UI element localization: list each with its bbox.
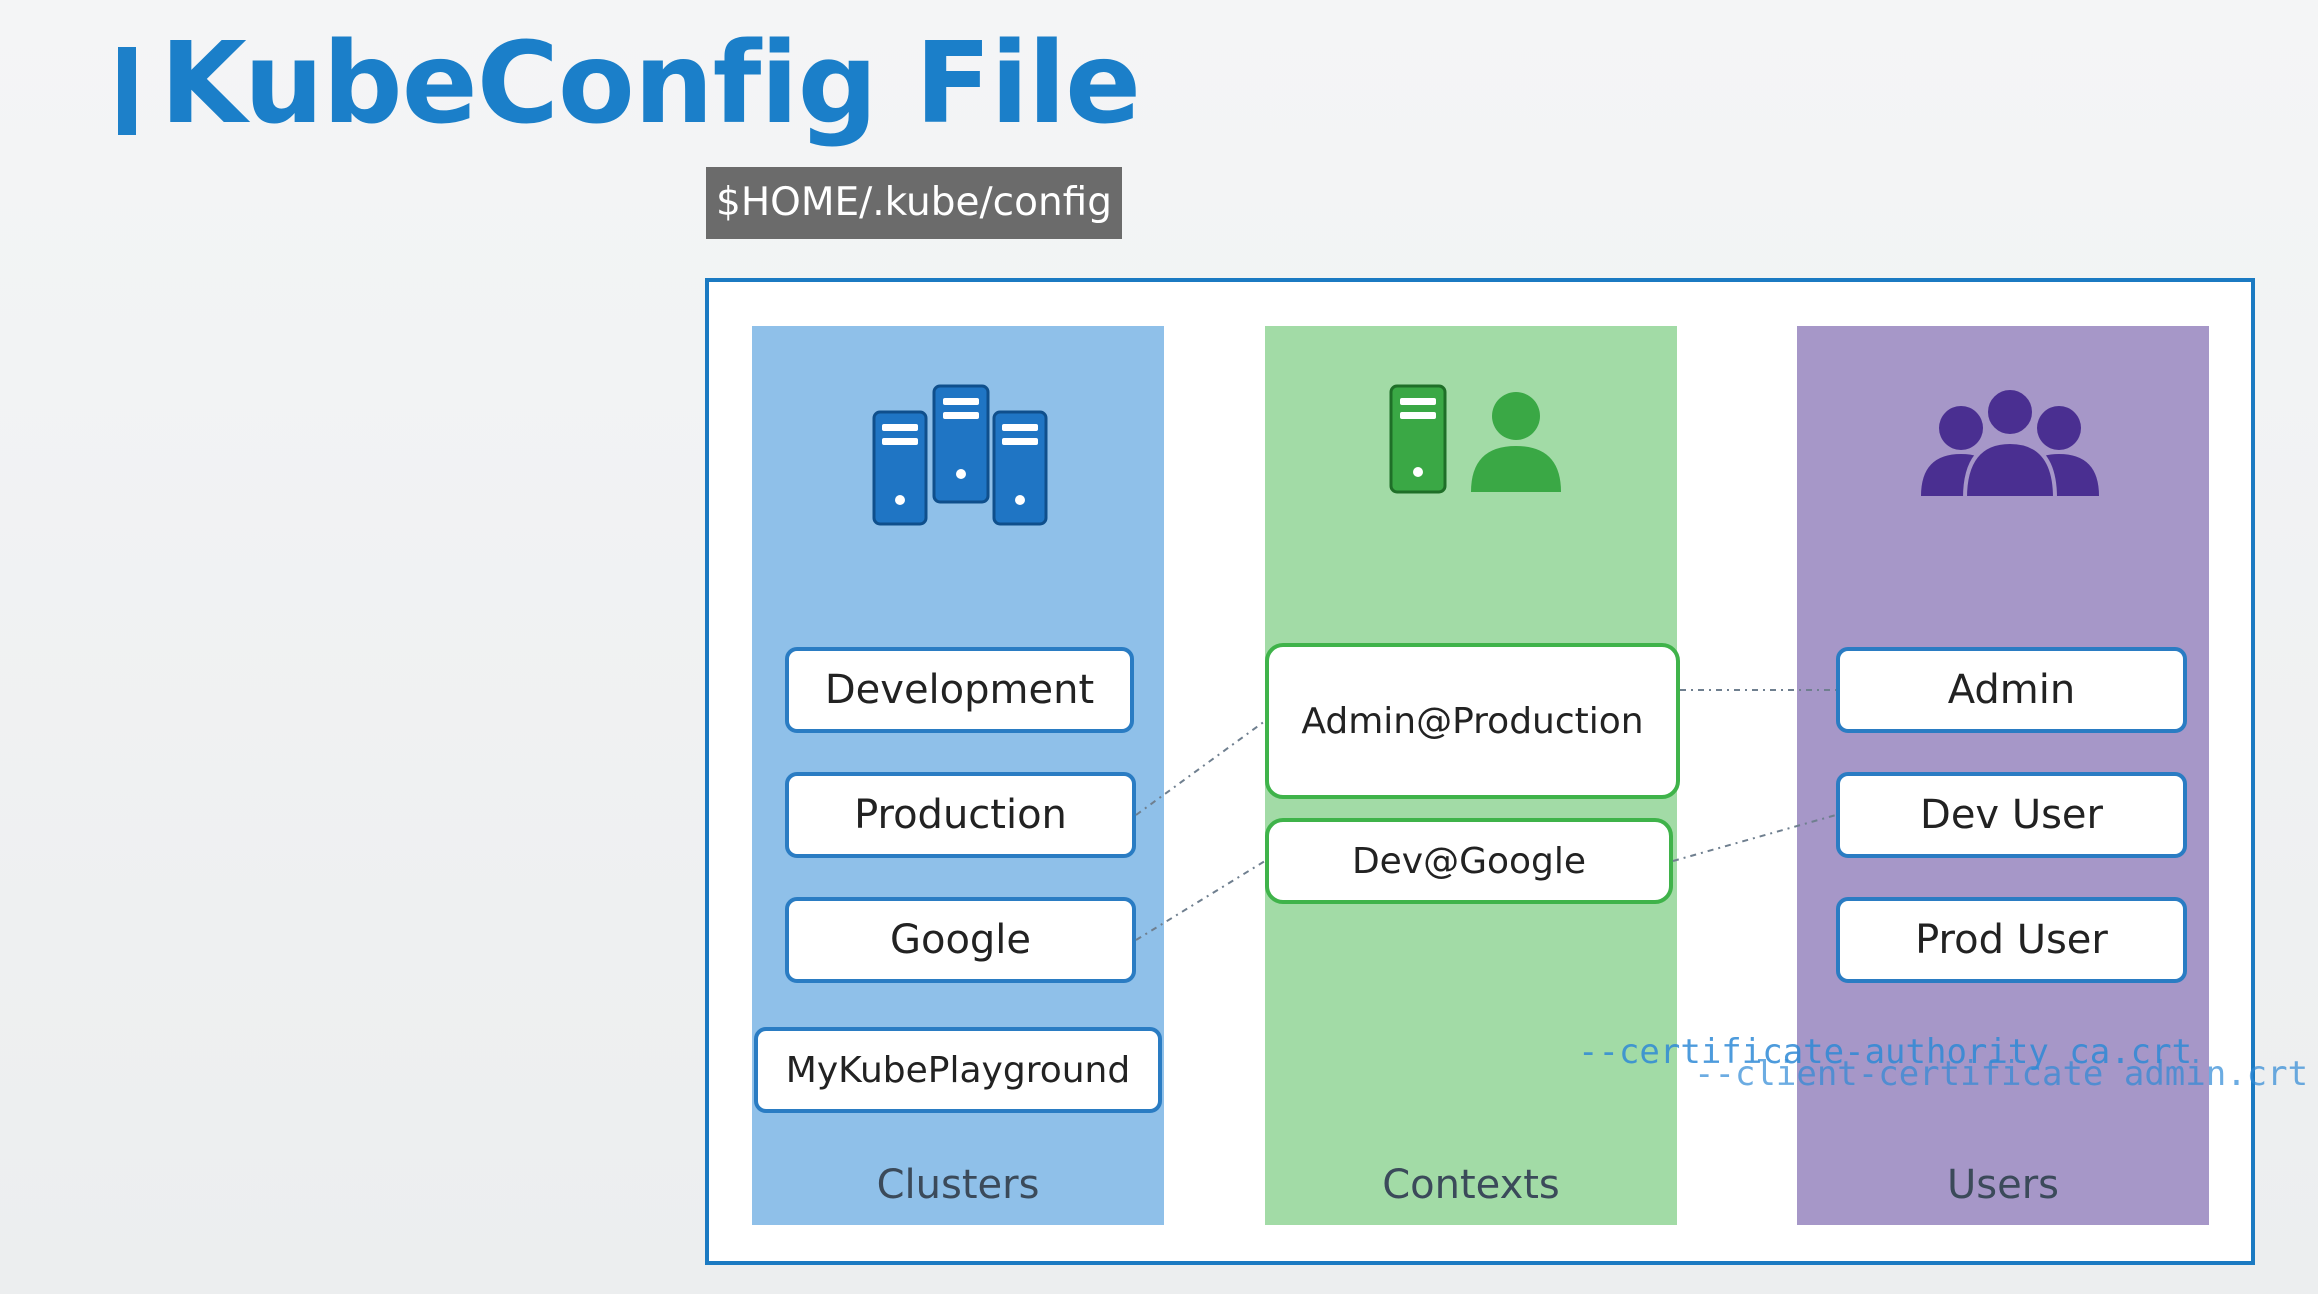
user-dev-user[interactable]: Dev User xyxy=(1836,772,2187,858)
server-user-icon xyxy=(1389,384,1561,494)
cluster-production[interactable]: Production xyxy=(785,772,1136,858)
context-dev-google[interactable]: Dev@Google xyxy=(1265,818,1673,904)
context-admin-production[interactable]: Admin@Production xyxy=(1265,643,1680,799)
contexts-label: Contexts xyxy=(1382,1162,1560,1208)
title-accent-bar xyxy=(118,47,136,135)
command-client-certificate: --client-certificate admin.crt xyxy=(1694,1054,2309,1094)
server-cluster-icon xyxy=(872,384,1048,526)
users-label: Users xyxy=(1946,1162,2059,1208)
user-admin[interactable]: Admin xyxy=(1836,647,2187,733)
cluster-development[interactable]: Development xyxy=(785,647,1134,733)
cluster-google[interactable]: Google xyxy=(785,897,1136,983)
user-prod-user[interactable]: Prod User xyxy=(1836,897,2187,983)
users-group-icon xyxy=(1921,386,2099,500)
config-path-label: $HOME/.kube/config xyxy=(706,167,1122,239)
clusters-label: Clusters xyxy=(876,1162,1040,1208)
command-certificate-authority: --certificate-authority ca.crt xyxy=(1578,1032,2193,1072)
page-title: KubeConfig File xyxy=(160,19,1141,149)
cluster-mykubeplayground[interactable]: MyKubePlayground xyxy=(754,1027,1162,1113)
